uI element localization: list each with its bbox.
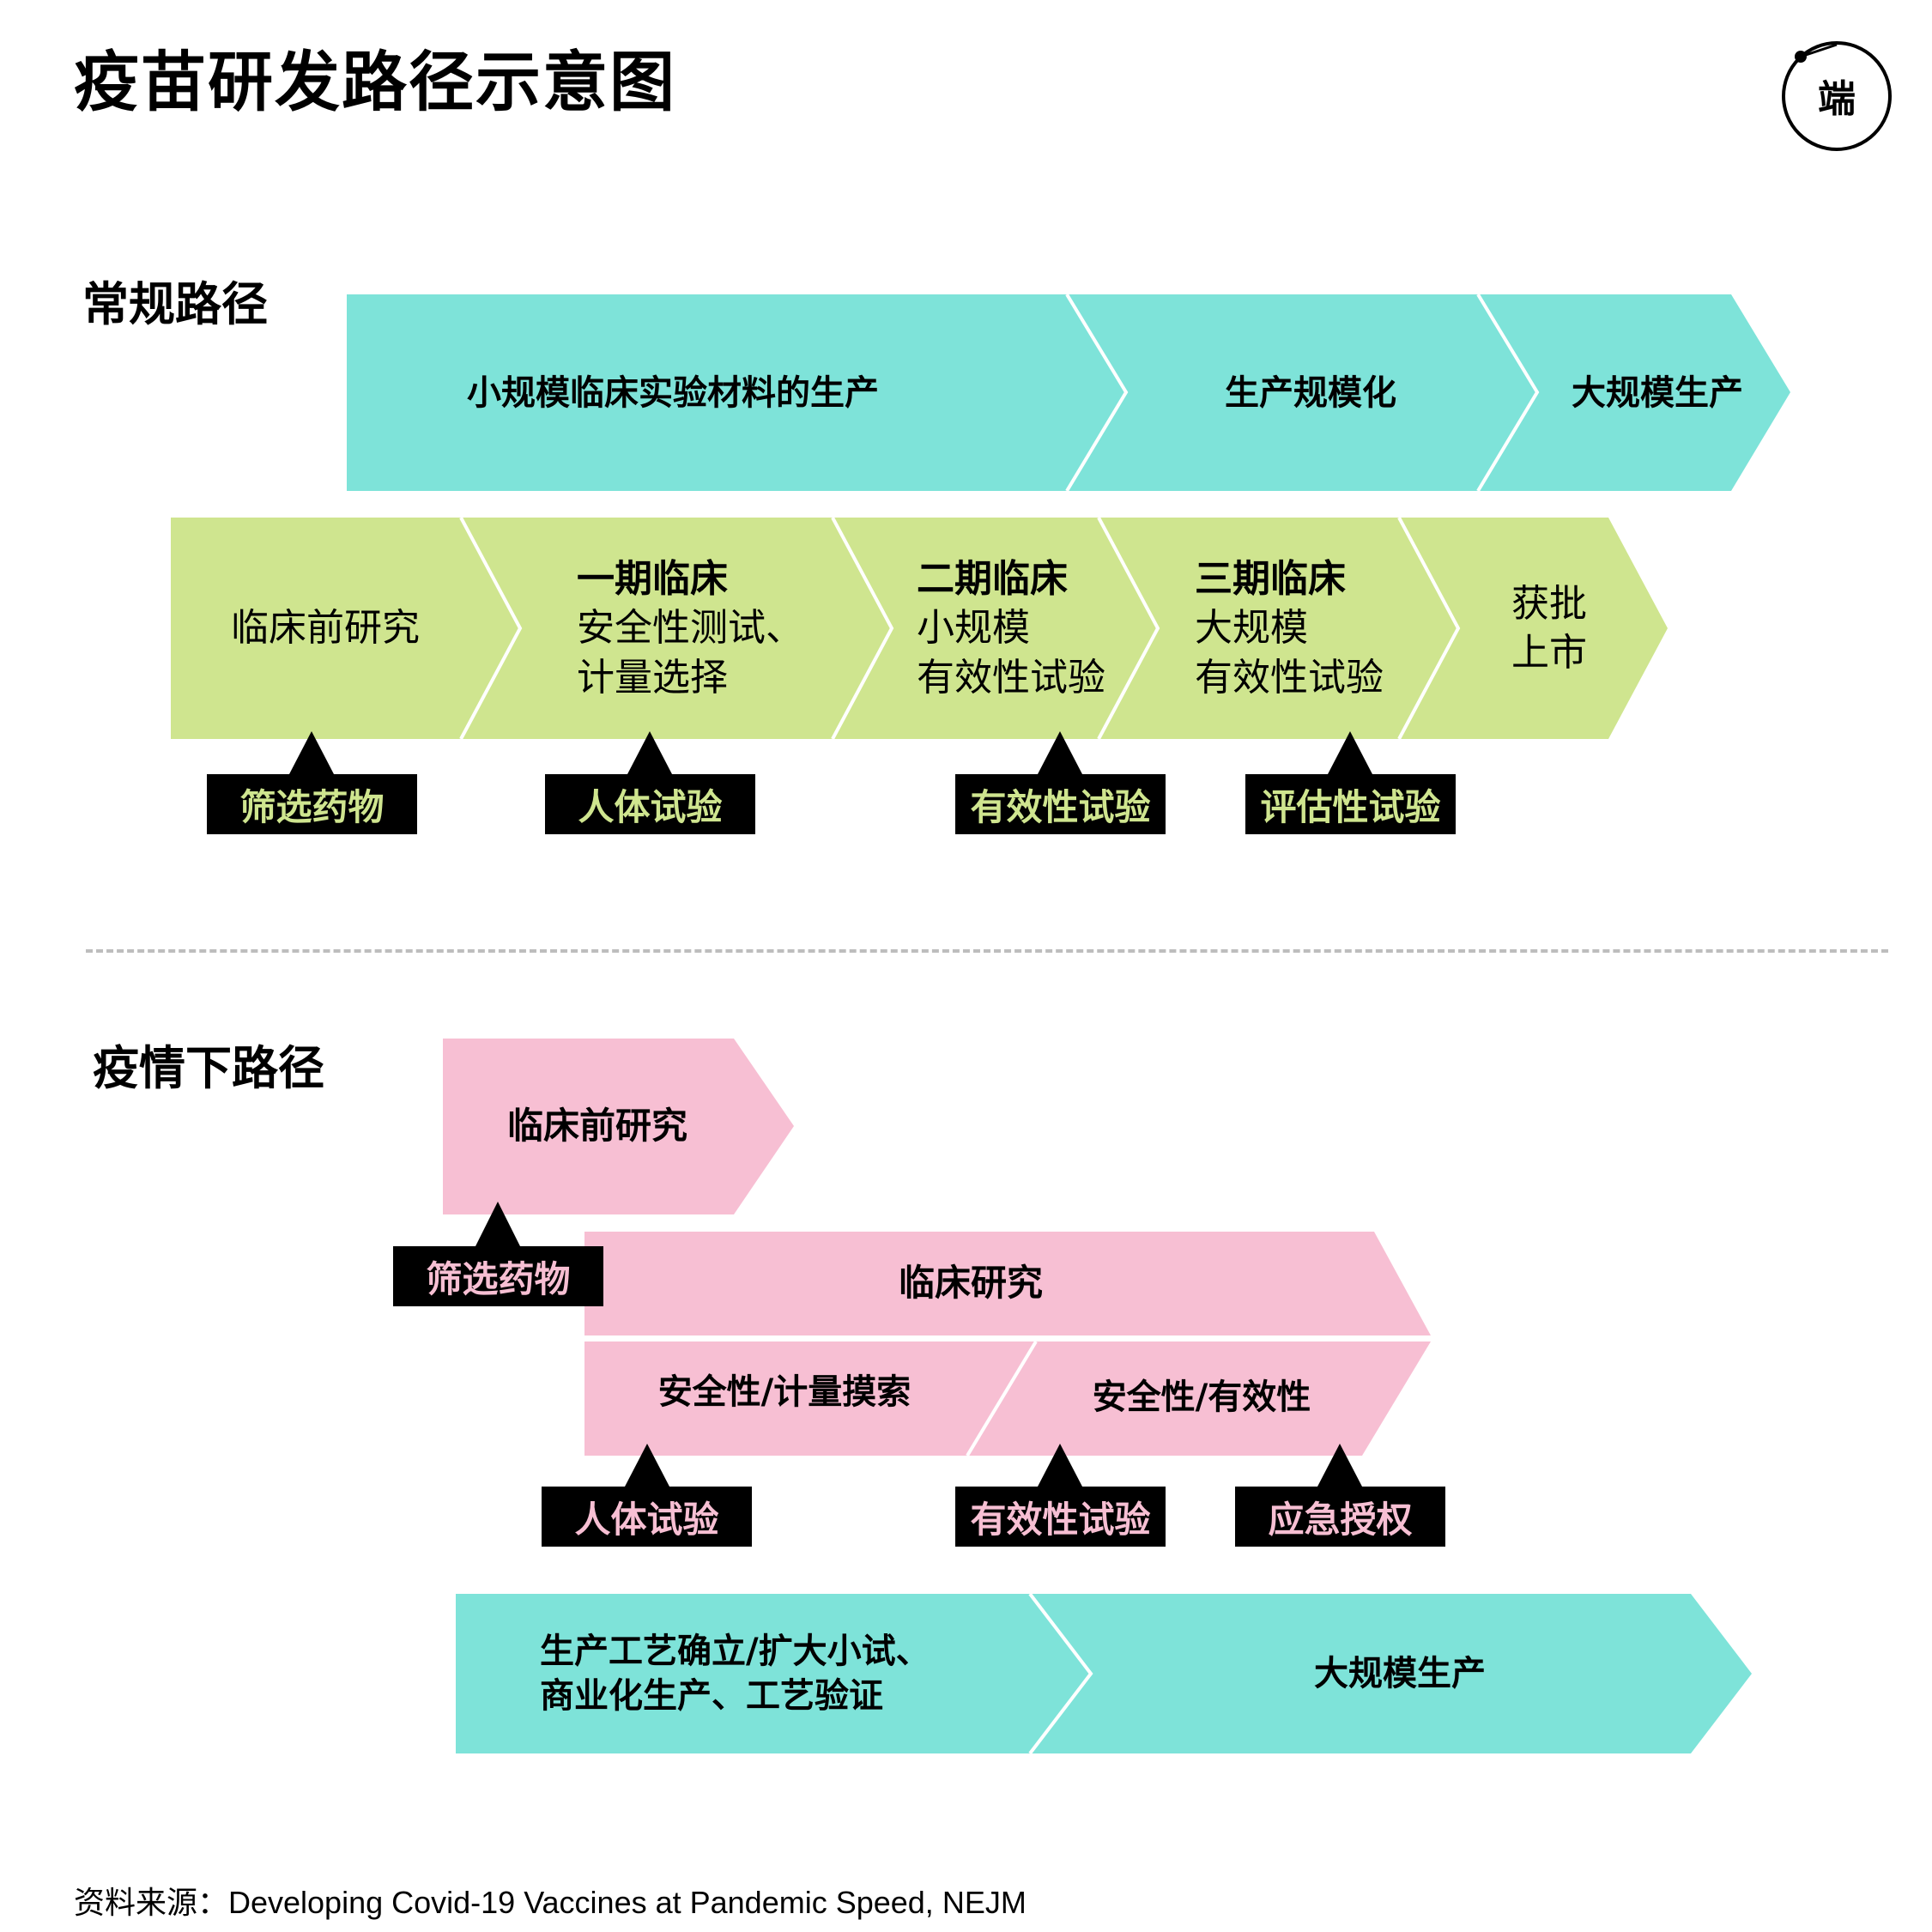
stage-3-line-1: 小规模 (917, 606, 1030, 651)
tag-pointer-4 (1328, 731, 1372, 774)
stage-label-2: 一期临床 安全性测试、 计量选择 (577, 518, 869, 739)
tag-efficacy-trial: 有效性试验 (955, 774, 1166, 834)
logo-mark: 端 (1782, 41, 1892, 151)
stage-label-3: 二期临床 小规模 有效性试验 (917, 518, 1131, 739)
stage-label-4: 三期临床 大规模 有效性试验 (1195, 518, 1409, 739)
stage-arrow-2 (461, 518, 892, 739)
stage-arrow-5 (1399, 518, 1668, 739)
pandemic-clinical-sub-2 (967, 1341, 1431, 1456)
pandemic-clinical-label: 临床研究 (898, 1262, 1043, 1305)
production-arrow-3 (1478, 294, 1790, 491)
source-note: 资料来源：Developing Covid-19 Vaccines at Pan… (74, 1885, 1027, 1920)
stage-arrow-1 (171, 518, 520, 739)
tag-pointer-1 (289, 731, 334, 774)
page-title: 疫苗研发路径示意图 (74, 44, 676, 120)
pandemic-clinical-sub-label-1: 安全性/计量摸索 (657, 1372, 911, 1412)
tag-pointer-6 (625, 1444, 669, 1487)
section-divider (86, 949, 1888, 953)
tag-human-trial: 人体试验 (545, 774, 755, 834)
pandemic-production-arrow-2 (1030, 1594, 1752, 1753)
pandemic-clinical-sub-1 (584, 1341, 1036, 1456)
stage-4-line-1: 大规模 (1195, 606, 1308, 651)
pandemic-production-1-line-1: 生产工艺确立/扩大小试、 (540, 1632, 930, 1671)
tag-pandemic-efficacy-trial: 有效性试验 (955, 1487, 1166, 1547)
stage-2-line-1: 安全性测试、 (577, 606, 803, 651)
stage-3-line-2: 有效性试验 (917, 655, 1105, 700)
pandemic-clinical-arrow (584, 1232, 1431, 1335)
stage-arrow-4 (1099, 518, 1458, 739)
stage-5-line-2: 上市 (1511, 631, 1587, 675)
tag-pandemic-screening: 筛选药物 (393, 1246, 603, 1306)
stage-2-line-2: 计量选择 (577, 655, 728, 700)
tag-evaluation-trial: 评估性试验 (1245, 774, 1456, 834)
stage-label-1: 临床前研究 (171, 518, 480, 739)
tag-pointer-5 (475, 1202, 520, 1246)
stage-arrow-3 (833, 518, 1158, 739)
stage-label-5: 获批 上市 (1468, 518, 1631, 739)
production-label-1: 小规模临床实验材料的生产 (467, 372, 879, 413)
tag-pointer-8 (1317, 1444, 1362, 1487)
pandemic-production-arrow-1 (456, 1594, 1091, 1753)
stage-3-head: 二期临床 (917, 557, 1068, 602)
stage-1-line-1: 临床前研究 (231, 606, 420, 651)
tag-screening: 筛选药物 (207, 774, 417, 834)
tag-pointer-7 (1038, 1444, 1082, 1487)
production-label-3: 大规模生产 (1572, 372, 1743, 413)
tag-emergency-authorization: 应急授权 (1235, 1487, 1445, 1547)
stage-4-line-2: 有效性试验 (1195, 655, 1384, 700)
tag-pandemic-human-trial: 人体试验 (542, 1487, 752, 1547)
logo: 端 (1782, 41, 1892, 151)
pandemic-production-1-line-2: 商业化生产、工艺验证 (540, 1676, 883, 1716)
stage-2-head: 一期临床 (577, 557, 728, 602)
pandemic-production-2-line-1: 大规模生产 (1314, 1654, 1486, 1693)
pandemic-production-label-2: 大规模生产 (1091, 1594, 1709, 1753)
production-label-2: 生产规模化 (1225, 372, 1396, 413)
stage-5-line-1: 获批 (1511, 581, 1587, 626)
logo-text: 端 (1818, 77, 1856, 121)
pandemic-preclinical-label: 临床前研究 (506, 1105, 687, 1148)
pandemic-production-label-1: 生产工艺确立/扩大小试、 商业化生产、工艺验证 (540, 1594, 1021, 1753)
tag-pointer-2 (627, 731, 672, 774)
pandemic-heading: 疫情下路径 (93, 1041, 324, 1095)
stage-4-head: 三期临床 (1195, 557, 1346, 602)
pandemic-clinical-sub-label-2: 安全性/有效性 (1092, 1378, 1311, 1417)
production-arrow-2 (1067, 294, 1537, 491)
pandemic-preclinical-arrow (443, 1039, 794, 1214)
tag-pointer-3 (1038, 731, 1082, 774)
production-arrow-1 (347, 294, 1126, 491)
conventional-heading: 常规路径 (82, 277, 268, 331)
